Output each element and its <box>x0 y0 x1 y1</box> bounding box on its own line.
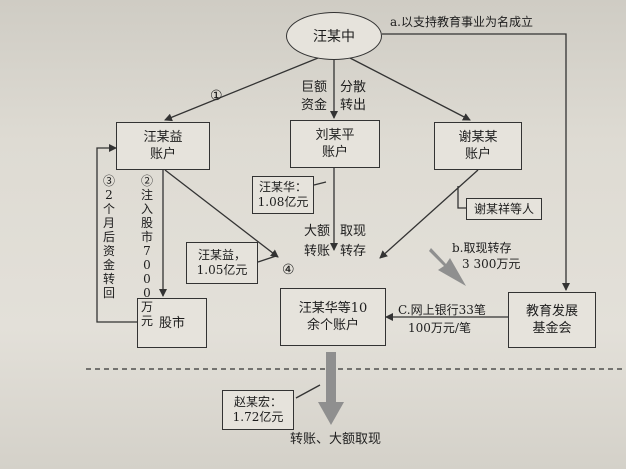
node-target-label: 汪某华等10 <box>298 301 368 316</box>
amount-wang-yi: 汪某益， 1.05亿元 <box>186 242 258 284</box>
amount-zhao-value: 1.72亿元 <box>232 410 284 424</box>
node-market-label: 股市 <box>158 315 185 331</box>
amount-zhao-name: 赵某宏： <box>233 395 282 409</box>
node-wang-yi-sub: 账户 <box>149 147 176 162</box>
label-step1: ① <box>210 88 223 104</box>
label-zhuanzhang: 转账 <box>304 244 331 259</box>
node-stock-market: 股市 <box>137 298 207 348</box>
label-fensan: 分散 <box>340 80 367 95</box>
label-bottom: 转账、大额取现 <box>290 432 382 447</box>
edge-wang-to-fund <box>382 33 570 291</box>
label-b-line2: 3 300万元 <box>462 257 521 271</box>
label-juee: 巨额 <box>301 80 328 95</box>
label-zijin: 资金 <box>301 98 328 113</box>
node-wang-mouzhong: 汪某中 <box>286 12 382 60</box>
label-c-line1: C.网上银行33笔 <box>398 303 486 317</box>
edge-wangyi-to-target <box>164 169 279 258</box>
node-fund-sub: 基金会 <box>532 321 572 336</box>
arrow-b <box>429 248 466 286</box>
node-xie-sub: 账户 <box>464 147 491 162</box>
label-zhuancun: 转存 <box>340 244 367 259</box>
node-fund-label: 教育发展 <box>525 304 578 319</box>
node-target-accounts: 汪某华等10 余个账户 <box>280 288 386 346</box>
node-education-fund: 教育发展 基金会 <box>508 292 596 348</box>
amount-xie-xiang: 谢某祥等人 <box>466 198 542 220</box>
callout-wangyi <box>257 255 277 263</box>
label-step3-vertical: ③2个月后资金转回 <box>102 174 115 300</box>
label-step4: ④ <box>282 262 295 278</box>
callout-wanghua <box>313 181 327 186</box>
label-c-line2: 100万元/笔 <box>408 321 471 335</box>
amount-wang-yi-name: 汪某益， <box>197 248 246 262</box>
node-target-sub: 余个账户 <box>306 318 359 333</box>
amount-wang-hua-name: 汪某华： <box>258 180 307 194</box>
amount-wang-hua-value: 1.08亿元 <box>257 195 309 209</box>
node-wang-yi-label: 汪某益 <box>143 130 183 145</box>
amount-zhao: 赵某宏： 1.72亿元 <box>222 390 294 430</box>
label-zhuanchu: 转出 <box>340 98 367 113</box>
node-xie-label: 谢某某 <box>458 130 498 145</box>
arrow-bottom <box>318 352 344 425</box>
amount-wang-yi-value: 1.05亿元 <box>196 263 248 277</box>
label-b-line1: b.取现转存 <box>452 241 512 255</box>
callout-zhao <box>295 384 321 399</box>
node-wang-label: 汪某中 <box>313 29 355 45</box>
node-liu-sub: 账户 <box>321 145 348 160</box>
label-step2-vertical: ②注入股市7000万元 <box>140 174 153 328</box>
node-liu-account: 刘某平 账户 <box>290 120 380 168</box>
edge-wang-to-wangyi <box>164 57 319 122</box>
label-a: a.以支持教育事业为名成立 <box>390 15 533 29</box>
edge-market-to-wangyi <box>96 144 137 323</box>
node-wang-yi-account: 汪某益 账户 <box>116 122 210 170</box>
label-quxian: 取现 <box>340 224 367 239</box>
edge-wang-to-xie <box>349 57 471 121</box>
amount-wang-hua: 汪某华： 1.08亿元 <box>252 176 314 214</box>
node-xie-account: 谢某某 账户 <box>434 122 522 170</box>
node-liu-label: 刘某平 <box>315 128 355 143</box>
amount-xie-xiang-label: 谢某祥等人 <box>473 201 534 216</box>
callout-xiexiang <box>457 186 466 209</box>
edge-xie-to-target <box>379 169 479 259</box>
label-dae: 大额 <box>304 224 331 239</box>
